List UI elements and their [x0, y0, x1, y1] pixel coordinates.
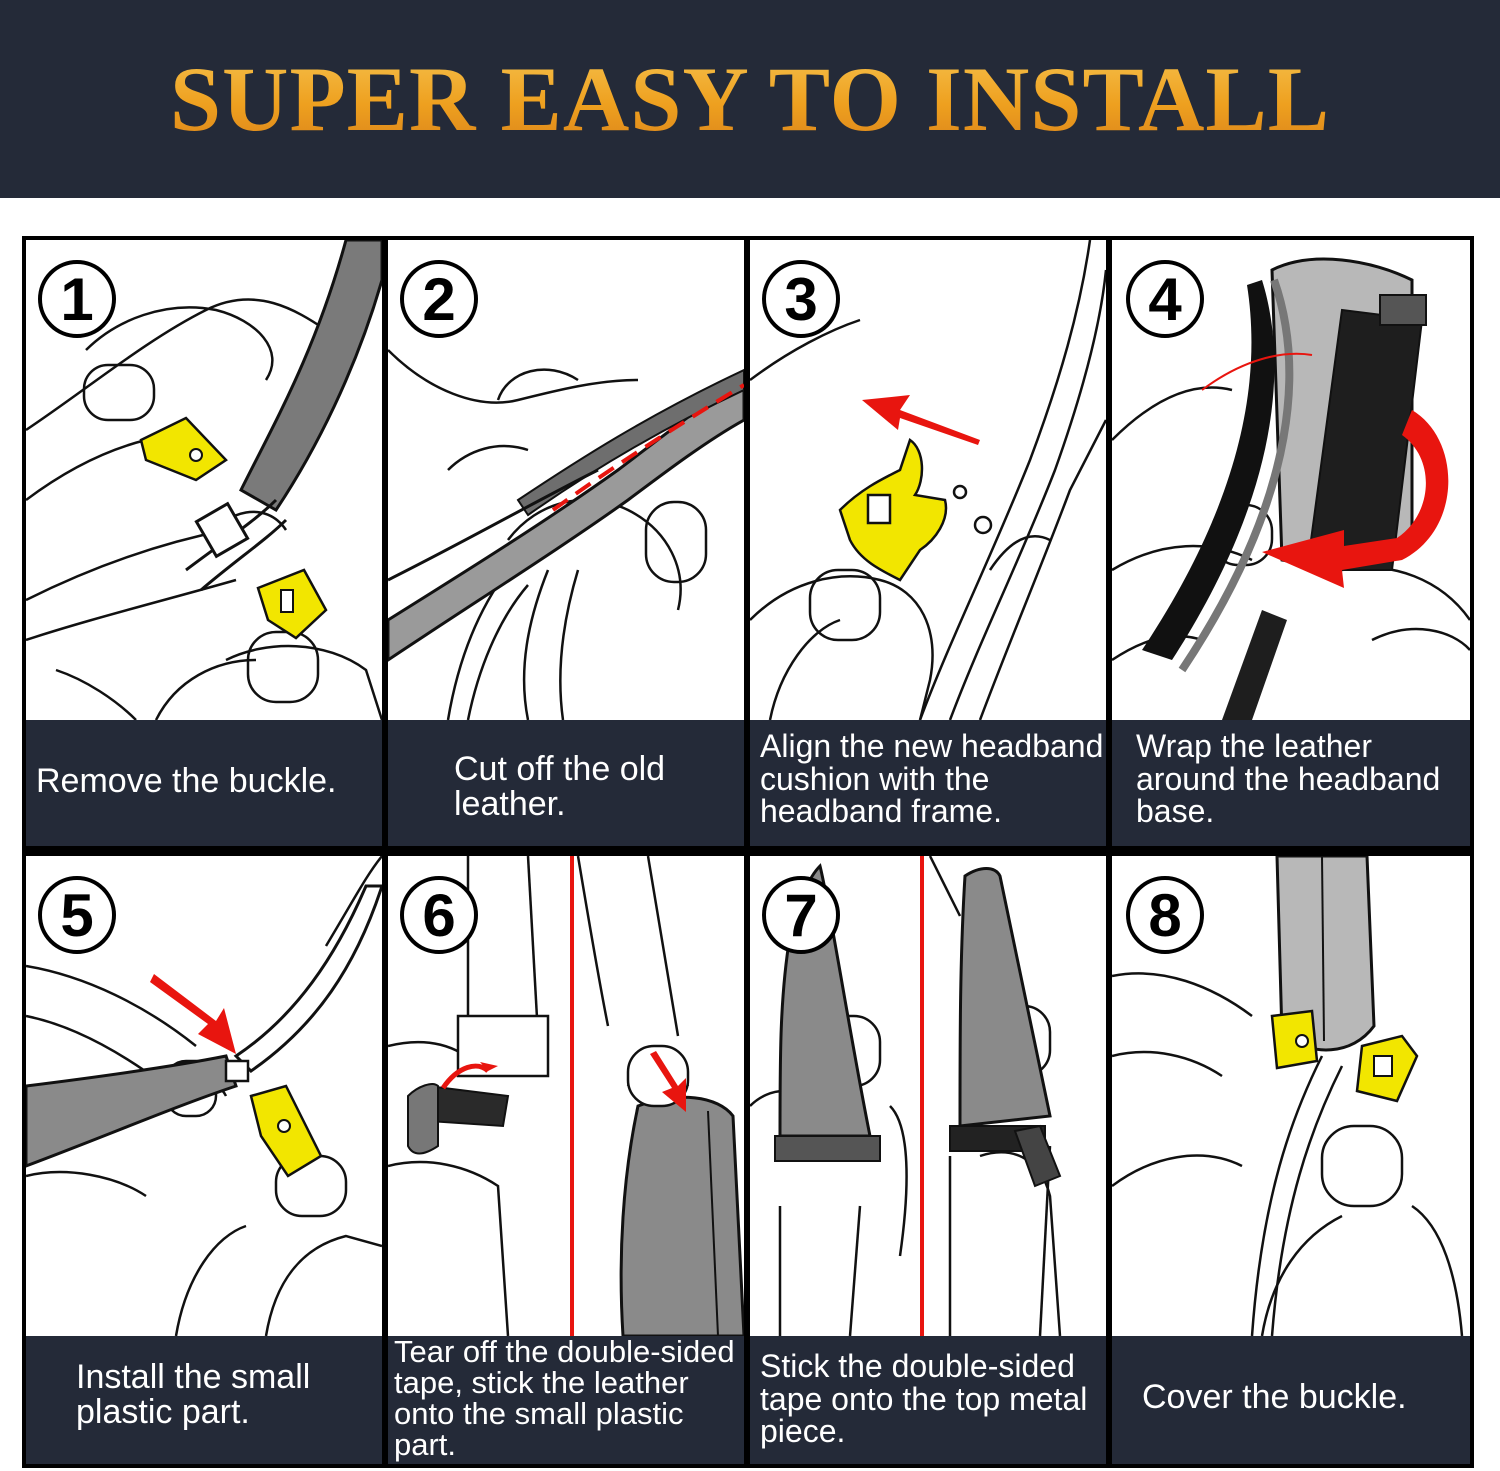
step-5-drawing	[26, 856, 382, 1336]
buckle-icon	[139, 416, 228, 482]
step-5-caption: Install the small plastic part.	[76, 1358, 311, 1431]
step-2-caption-panel: Cut off the old leather.	[388, 720, 744, 846]
step-8-drawing	[1112, 856, 1464, 1336]
step-6-caption: Tear off the double-sided tape, stick th…	[394, 1336, 735, 1462]
step-6-caption-panel: Tear off the double-sided tape, stick th…	[388, 1336, 744, 1464]
step-4-caption: Wrap the leather around the headband bas…	[1136, 728, 1441, 830]
steps-grid: 1 Remove the buckle. 2 Cut off th	[22, 236, 1474, 1468]
step-5-number: 5	[38, 876, 116, 954]
step-2-drawing	[388, 349, 744, 720]
step-6-illustration: 6	[388, 856, 744, 1336]
cut-line-icon	[551, 383, 744, 512]
step-1-number: 1	[38, 260, 116, 338]
press-arrow-icon	[650, 1051, 686, 1112]
step-2-illustration: 2	[388, 240, 744, 720]
step-1-illustration: 1	[26, 240, 382, 720]
step-7-caption-panel: Stick the double-sided tape onto the top…	[750, 1336, 1106, 1464]
wrap-arrow-icon	[1262, 410, 1449, 588]
insert-arrow-icon	[150, 974, 236, 1054]
step-5-illustration: 5	[26, 856, 382, 1336]
step-3-drawing	[750, 240, 1106, 720]
step-8-illustration: 8	[1112, 856, 1470, 1336]
step-4-caption-panel: Wrap the leather around the headband bas…	[1112, 720, 1470, 846]
step-4-drawing	[1112, 257, 1470, 720]
align-arrow-icon	[862, 395, 980, 445]
step-8-number: 8	[1126, 876, 1204, 954]
step-6-number: 6	[400, 876, 478, 954]
step-4-illustration: 4	[1112, 240, 1470, 720]
step-7-illustration: 7	[750, 856, 1106, 1336]
step-3-number: 3	[762, 260, 840, 338]
step-3-illustration: 3	[750, 240, 1106, 720]
step-2-number: 2	[400, 260, 478, 338]
step-4-number: 4	[1126, 260, 1204, 338]
step-7-caption: Stick the double-sided tape onto the top…	[760, 1348, 1088, 1450]
step-1-caption-panel: Remove the buckle.	[26, 720, 382, 846]
step-3-caption: Align the new headband cushion with the …	[760, 728, 1104, 830]
step-8-caption: Cover the buckle.	[1142, 1378, 1407, 1416]
step-6-drawing	[388, 856, 744, 1336]
cushion-buckle-icon	[838, 438, 948, 582]
step-1-drawing	[26, 240, 382, 720]
step-8-caption-panel: Cover the buckle.	[1112, 1336, 1470, 1464]
page-title: SUPER EASY TO INSTALL	[0, 44, 1500, 154]
step-2-caption: Cut off the old leather.	[454, 750, 666, 823]
step-1-caption: Remove the buckle.	[36, 762, 337, 800]
step-7-number: 7	[762, 876, 840, 954]
title-banner: SUPER EASY TO INSTALL	[0, 0, 1500, 198]
step-3-caption-panel: Align the new headband cushion with the …	[750, 720, 1106, 846]
buckle-icon	[1270, 1009, 1319, 1070]
step-5-caption-panel: Install the small plastic part.	[26, 1336, 382, 1464]
